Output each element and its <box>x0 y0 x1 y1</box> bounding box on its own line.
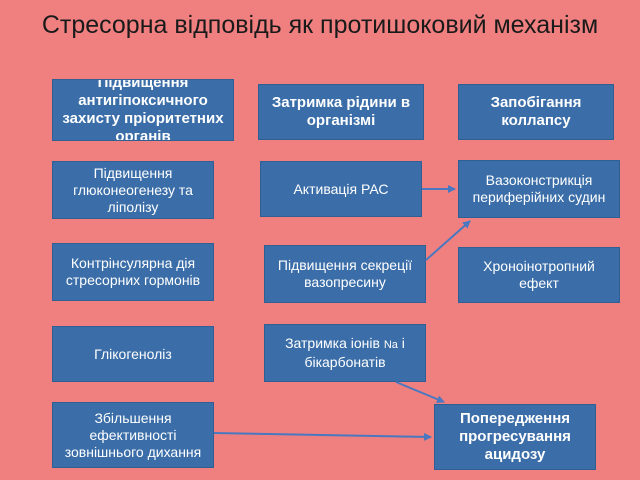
box-gluconeogenesis-lipolysis: Підвищення глюконеогенезу та ліполізу <box>52 161 214 219</box>
box-peripheral-vasoconstriction-label: Вазоконстрикція периферійних судин <box>472 172 606 205</box>
page-title: Стресорна відповідь як протишоковий меха… <box>41 11 599 39</box>
box-chronoinotropic-effect-label: Хроноінотропний ефект <box>483 258 595 291</box>
box-external-respiration-label: Збільшення ефективності зовнішнього диха… <box>64 409 202 460</box>
box-peripheral-vasoconstriction: Вазоконстрикція периферійних судин <box>458 160 620 218</box>
box-contrainsular-action-label: Контрінсулярна дія стресорних гормонів <box>65 255 201 288</box>
header-fluid-retention: Затримка рідини в організмі <box>258 84 424 140</box>
arrow-respiration-to-acidosis <box>213 432 432 441</box>
arrow-na-retention-to-acidosis <box>395 381 445 403</box>
arrow-vasopressin-to-vasoconstriction <box>425 220 471 261</box>
box-gluconeogenesis-lipolysis-label: Підвищення глюконеогенезу та ліполізу <box>73 164 193 215</box>
box-contrainsular-action: Контрінсулярна дія стресорних гормонів <box>52 243 214 301</box>
header-collapse-prevention-label: Запобігання коллапсу <box>490 94 582 129</box>
box-ras-activation: Активація РАС <box>260 161 422 217</box>
box-ras-activation-label: Активація РАС <box>293 180 389 197</box>
box-external-respiration: Збільшення ефективності зовнішнього диха… <box>52 402 214 468</box>
header-fluid-retention-label: Затримка рідини в організмі <box>271 94 411 129</box>
box-na-bicarbonate-retention: Затримка іонів Na і бікарбонатів <box>264 324 426 382</box>
header-antihypoxic-protection: Підвищення антигіпоксичного захисту пріо… <box>52 79 234 141</box>
box-glycogenolysis-label: Глікогеноліз <box>94 345 172 362</box>
header-antihypoxic-protection-label: Підвищення антигіпоксичного захисту пріо… <box>62 79 224 141</box>
na-retention-text-end: і бікарбонатів <box>304 335 405 370</box>
box-vasopressin-secretion-label: Підвищення секреції вазопресину <box>277 257 413 290</box>
box-glycogenolysis: Глікогеноліз <box>52 326 214 382</box>
box-acidosis-prevention-label: Попередження прогресування ацидозу <box>459 410 571 463</box>
box-na-bicarbonate-retention-label: Затримка іонів Na і бікарбонатів <box>269 335 421 371</box>
header-collapse-prevention: Запобігання коллапсу <box>458 84 614 140</box>
box-acidosis-prevention: Попередження прогресування ацидозу <box>434 404 596 470</box>
na-ion-symbol: Na <box>383 339 398 351</box>
na-retention-text-start: Затримка іонів <box>285 335 384 351</box>
box-vasopressin-secretion: Підвищення секреції вазопресину <box>264 245 426 303</box>
box-chronoinotropic-effect: Хроноінотропний ефект <box>458 247 620 303</box>
